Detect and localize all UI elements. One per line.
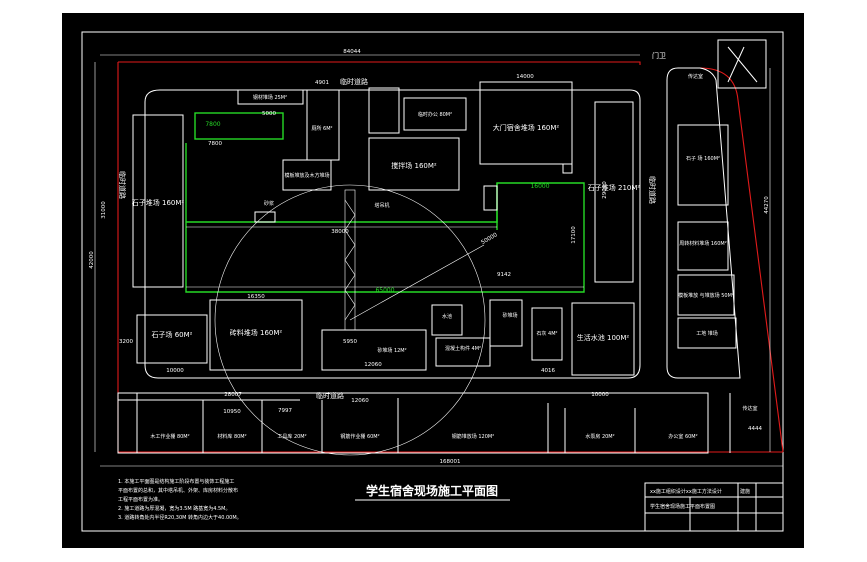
label-east-field3: 模板堆放 与堆放场 50M²	[678, 292, 734, 299]
dimension-lines	[94, 54, 783, 467]
label-sand-yard: 砂堆场 12M²	[377, 347, 406, 354]
dim-right-tall: 29000	[602, 181, 608, 199]
label-formwork: 模板堆放及木方堆场	[284, 172, 329, 179]
label-brick-yard: 砖料堆场 160M²	[230, 328, 283, 337]
label-tool-store: 工具库 20M²	[277, 433, 306, 440]
dim-7997: 7997	[278, 408, 292, 414]
label-toilet: 厕所 6M²	[311, 125, 332, 132]
label-east-field2: 周转材料堆场 160M²	[679, 240, 726, 247]
dim-top-stub: 14000	[516, 74, 534, 80]
label-sand-mid: 砂堆场	[502, 312, 517, 319]
note-line-3: 工程平面布置为准。	[118, 496, 163, 503]
dim-building-inner: 38000	[331, 229, 349, 235]
dim-left-total: 42000	[89, 251, 95, 269]
north-arrow-symbol	[717, 39, 767, 89]
label-office: 办公室 60M²	[668, 433, 697, 440]
label-office-group: 临时办公 80M²	[418, 111, 452, 118]
dim-9142: 9142	[497, 272, 511, 278]
label-mixer: 搅拌场 160M²	[391, 161, 437, 170]
dim-5000: 5000	[262, 111, 276, 117]
label-top-road: 临时道路	[340, 77, 368, 86]
label-water-pump: 水泵房 20M²	[585, 433, 614, 440]
dim-28007: 28007	[224, 392, 242, 398]
drawing-sheet	[62, 13, 804, 548]
dim-4444: 4444	[748, 426, 762, 432]
bottom-facilities	[117, 392, 731, 454]
note-line-4: 2. 施工道路为厚混凝，宽为3.5M 路基宽为4.5M。	[118, 505, 230, 512]
dim-left-mid: 31000	[101, 201, 107, 219]
title-block-project: xx施工组织设计xx施工方法设计	[650, 488, 722, 495]
note-line-2: 平面布置的总和，其中塔吊机、外架、库房材料分散布	[118, 487, 238, 494]
dim-green-height: 17100	[571, 226, 577, 244]
label-lime: 石灰 4M²	[536, 330, 557, 337]
label-right-road: 临时道路	[648, 176, 657, 204]
title-block-sheet: 学生宿舍现场施工平面布置图	[650, 503, 715, 510]
dim-10950: 10950	[223, 409, 241, 415]
temporary-road	[144, 67, 741, 379]
label-sand-lift: 砂浆	[264, 200, 274, 207]
dim-12060b: 12060	[351, 398, 369, 404]
dim-5950: 5950	[343, 339, 357, 345]
label-prefab: 混凝土构件 4M²	[445, 345, 481, 352]
label-tower: 塔吊机	[374, 202, 389, 209]
dim-building-length: 65000	[375, 287, 394, 294]
label-wood-shop: 木工作业棚 80M²	[150, 433, 189, 440]
label-sand-left: 石子堆场 160M²	[132, 198, 185, 207]
label-east-field4: 工地 堆场	[696, 330, 718, 337]
dim-10000b: 10000	[591, 392, 609, 398]
title-block-mark: 建施	[740, 488, 750, 495]
dim-7800b: 7800	[208, 141, 222, 147]
facilities	[132, 81, 737, 376]
note-line-1: 1. 本施工平面图是结构施工阶段布置与装饰工程施工	[118, 478, 234, 485]
note-line-5: 3. 道路转角处内半径R20,30M 转角内边大于40.00M。	[118, 514, 242, 521]
label-left-road: 临时道路	[118, 171, 127, 199]
dim-green-left: 7800	[205, 121, 220, 128]
label-guard-top: 传达室	[688, 73, 703, 80]
dim-green-top-right: 16000	[530, 183, 549, 190]
dim-top-total: 84044	[343, 49, 361, 55]
dim-12060: 12060	[364, 362, 382, 368]
label-bottom-road: 临时道路	[316, 391, 344, 400]
label-steel-stack: 钢筋堆放场 120M²	[452, 433, 494, 440]
label-north-gate: 门卫	[652, 51, 666, 60]
dim-right-total: 44270	[764, 196, 770, 214]
dim-3200: 3200	[119, 339, 133, 345]
label-guard2: 传达室	[742, 405, 757, 412]
label-stone-field: 石子场 60M²	[152, 330, 193, 339]
label-material-store: 材料库 80M²	[217, 433, 246, 440]
label-water: 水池	[442, 313, 452, 320]
label-steel-shop: 钢筋作业棚 60M²	[340, 433, 379, 440]
drawing-title: 学生宿舍现场施工平面图	[366, 483, 498, 498]
dim-4901: 4901	[315, 80, 329, 86]
dim-4016: 4016	[541, 368, 555, 374]
dim-10000: 10000	[166, 368, 184, 374]
label-east-field: 石子 场 160M²	[686, 155, 720, 162]
dim-16350: 16350	[247, 294, 265, 300]
dim-bottom-total: 168001	[440, 459, 461, 465]
label-water-tank: 生活水池 100M²	[577, 333, 630, 342]
label-steel-yard: 钢材堆场 25M²	[253, 94, 287, 101]
label-stone-right: 石子堆场 210M²	[588, 183, 641, 192]
title-block	[644, 482, 784, 532]
label-big-gate: 大门宿舍堆场 160M²	[493, 123, 560, 132]
sheet-border	[81, 31, 784, 532]
